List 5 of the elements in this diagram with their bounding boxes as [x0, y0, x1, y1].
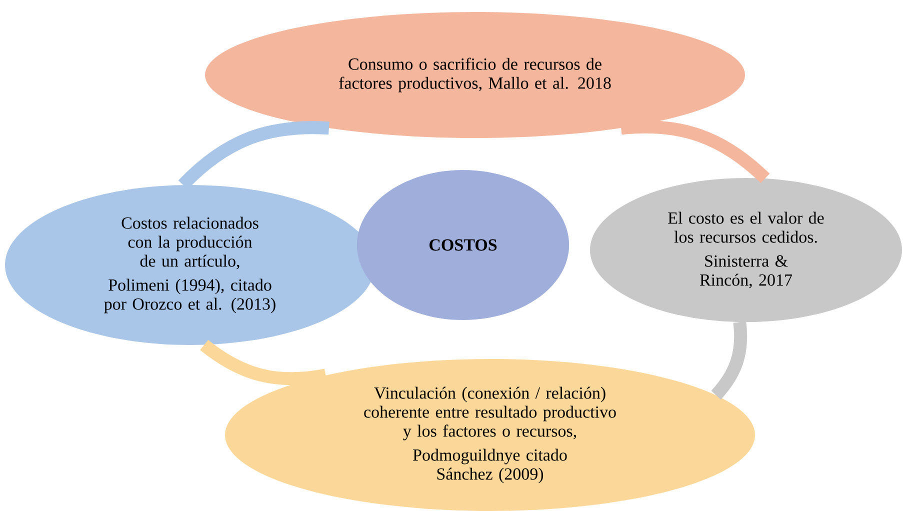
- oval-box: El costo es el valor de los recursos cedidos. Sinisterra & Rincón, 2017: [590, 178, 902, 322]
- oval-box: Costos relacionados con la producción de un artículo, Polimeni (1994), citado por Orozco et al. (2013): [5, 185, 375, 345]
- oval-box: Vinculación (conexión / relación) coherente entre resultado productivo y los factores o recursos, Podmoguildnye citado Sánchez (2009): [225, 359, 755, 511]
- connector-arc: [711, 322, 748, 400]
- oval-box: Consumo o sacrificio de recursos de factores productivos, Mallo et al. 2018: [205, 12, 745, 138]
